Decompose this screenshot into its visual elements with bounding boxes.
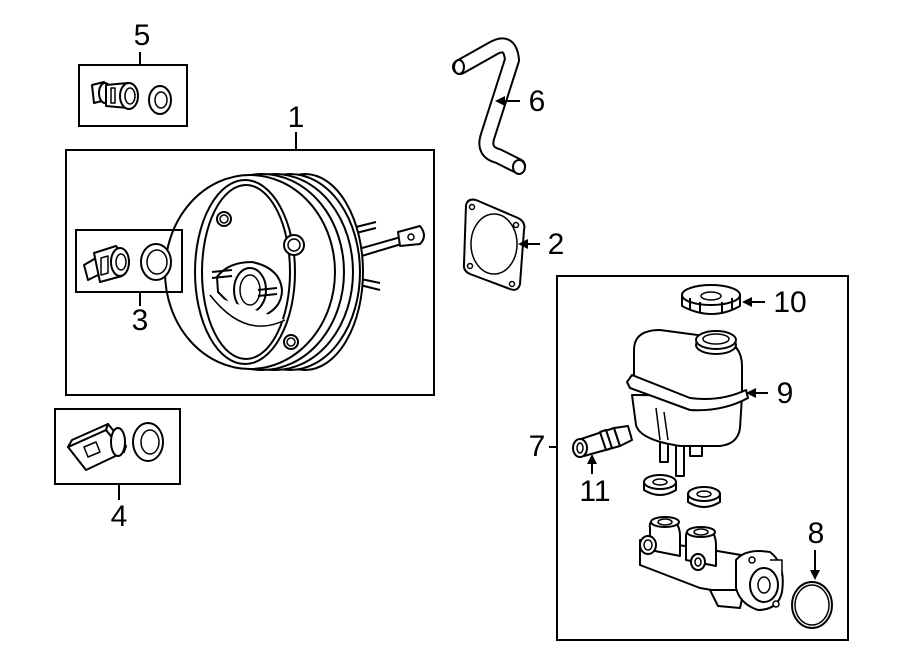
check-valve-and-grommet-icon (83, 243, 172, 283)
callout-3-label[interactable]: 3 (132, 304, 149, 337)
gasket-icon: 2 (462, 198, 565, 291)
vacuum-hose-icon: 6 (452, 37, 546, 175)
part-4-box (54, 408, 181, 485)
callout-4-label[interactable]: 4 (111, 500, 128, 533)
check-valve-icon (91, 81, 139, 110)
part-7-group: 7 10 9 (529, 275, 849, 641)
callout-9-label[interactable]: 9 (777, 377, 794, 410)
vacuum-sensor-icon (67, 422, 164, 471)
brake-booster-icon (164, 173, 425, 371)
reservoir-grommet-icon (643, 474, 677, 496)
callout-10-label[interactable]: 10 (773, 286, 806, 319)
callout-11-label[interactable]: 11 (579, 475, 610, 508)
master-cylinder-icon (639, 516, 784, 611)
fluid-reservoir-icon (626, 329, 749, 477)
reservoir-cap-icon (681, 284, 741, 315)
part-4-group: 4 (54, 408, 181, 533)
part-5-box (78, 64, 188, 127)
part-7-box (556, 275, 849, 641)
callout-1-label[interactable]: 1 (288, 101, 305, 134)
callout-5-label[interactable]: 5 (134, 19, 151, 52)
reservoir-grommet-icon (687, 486, 721, 508)
level-sensor-icon (572, 425, 633, 458)
grommet-icon (148, 85, 172, 115)
part-1-box (65, 149, 435, 396)
o-ring-icon (791, 581, 833, 629)
part-5-group: 5 (78, 19, 188, 127)
part-3-box (75, 229, 183, 293)
callout-2-label[interactable]: 2 (548, 228, 565, 261)
part-1-group: 1 (65, 101, 435, 396)
callout-7-label[interactable]: 7 (529, 430, 546, 463)
callout-6-label[interactable]: 6 (529, 85, 546, 118)
callout-8-label[interactable]: 8 (808, 517, 825, 550)
